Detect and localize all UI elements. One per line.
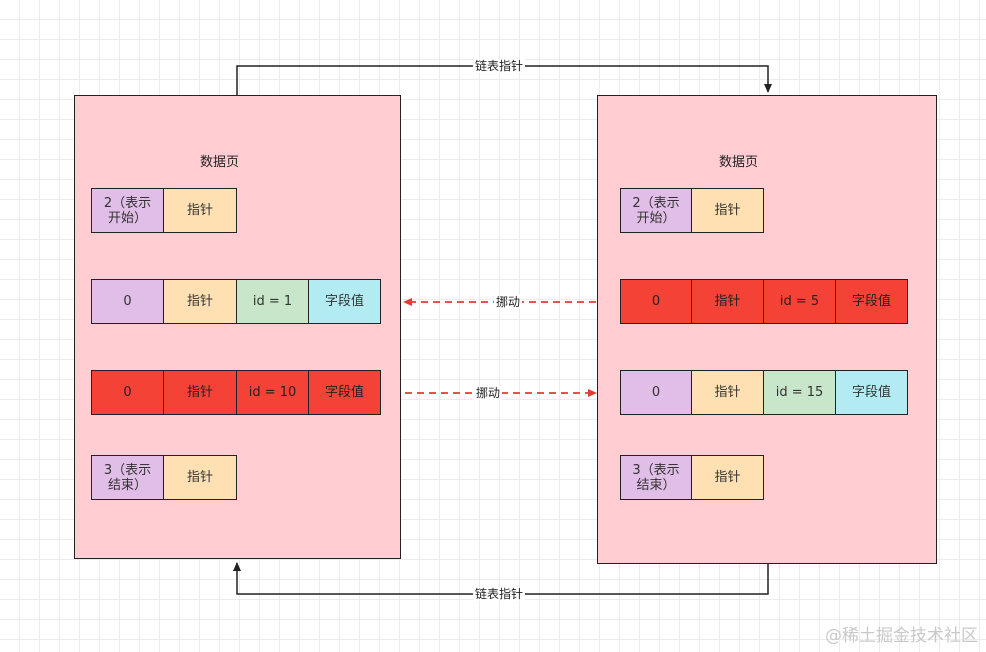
right-record1-id: id = 5 bbox=[763, 279, 836, 324]
left-record1-field: 字段值 bbox=[308, 279, 381, 324]
top-link-label: 链表指针 bbox=[473, 59, 526, 73]
left-record1-key: 0 bbox=[91, 279, 164, 324]
left-record2-field: 字段值 bbox=[308, 370, 381, 415]
left-page-title: 数据页 bbox=[200, 155, 240, 170]
right-record1-pointer: 指针 bbox=[691, 279, 764, 324]
left-record1-id: id = 1 bbox=[236, 279, 309, 324]
right-record2-id: id = 15 bbox=[763, 370, 836, 415]
right-end-record-pointer: 指针 bbox=[691, 455, 764, 500]
left-record2-id: id = 10 bbox=[236, 370, 309, 415]
right-record2-pointer: 指针 bbox=[691, 370, 764, 415]
left-end-record-label: 3（表示 结束） bbox=[91, 455, 164, 500]
watermark: @稀土掘金技术社区 bbox=[825, 626, 978, 646]
left-start-record-pointer: 指针 bbox=[163, 188, 237, 233]
right-start-record-pointer: 指针 bbox=[691, 188, 764, 233]
bottom-link-label: 链表指针 bbox=[473, 587, 526, 601]
right-record2-key: 0 bbox=[620, 370, 692, 415]
left-record2-key: 0 bbox=[91, 370, 164, 415]
right-page-title: 数据页 bbox=[719, 155, 759, 170]
left-record2-pointer: 指针 bbox=[163, 370, 237, 415]
right-start-record-label: 2（表示 开始） bbox=[620, 188, 692, 233]
right-record2-field: 字段值 bbox=[835, 370, 908, 415]
move-left-label: 挪动 bbox=[494, 295, 523, 309]
left-start-record-label: 2（表示 开始） bbox=[91, 188, 164, 233]
right-end-record-label: 3（表示 结束） bbox=[620, 455, 692, 500]
right-record1-key: 0 bbox=[620, 279, 692, 324]
left-end-record-pointer: 指针 bbox=[163, 455, 237, 500]
right-record1-field: 字段值 bbox=[835, 279, 908, 324]
left-record1-pointer: 指针 bbox=[163, 279, 237, 324]
move-right-label: 挪动 bbox=[474, 386, 503, 400]
